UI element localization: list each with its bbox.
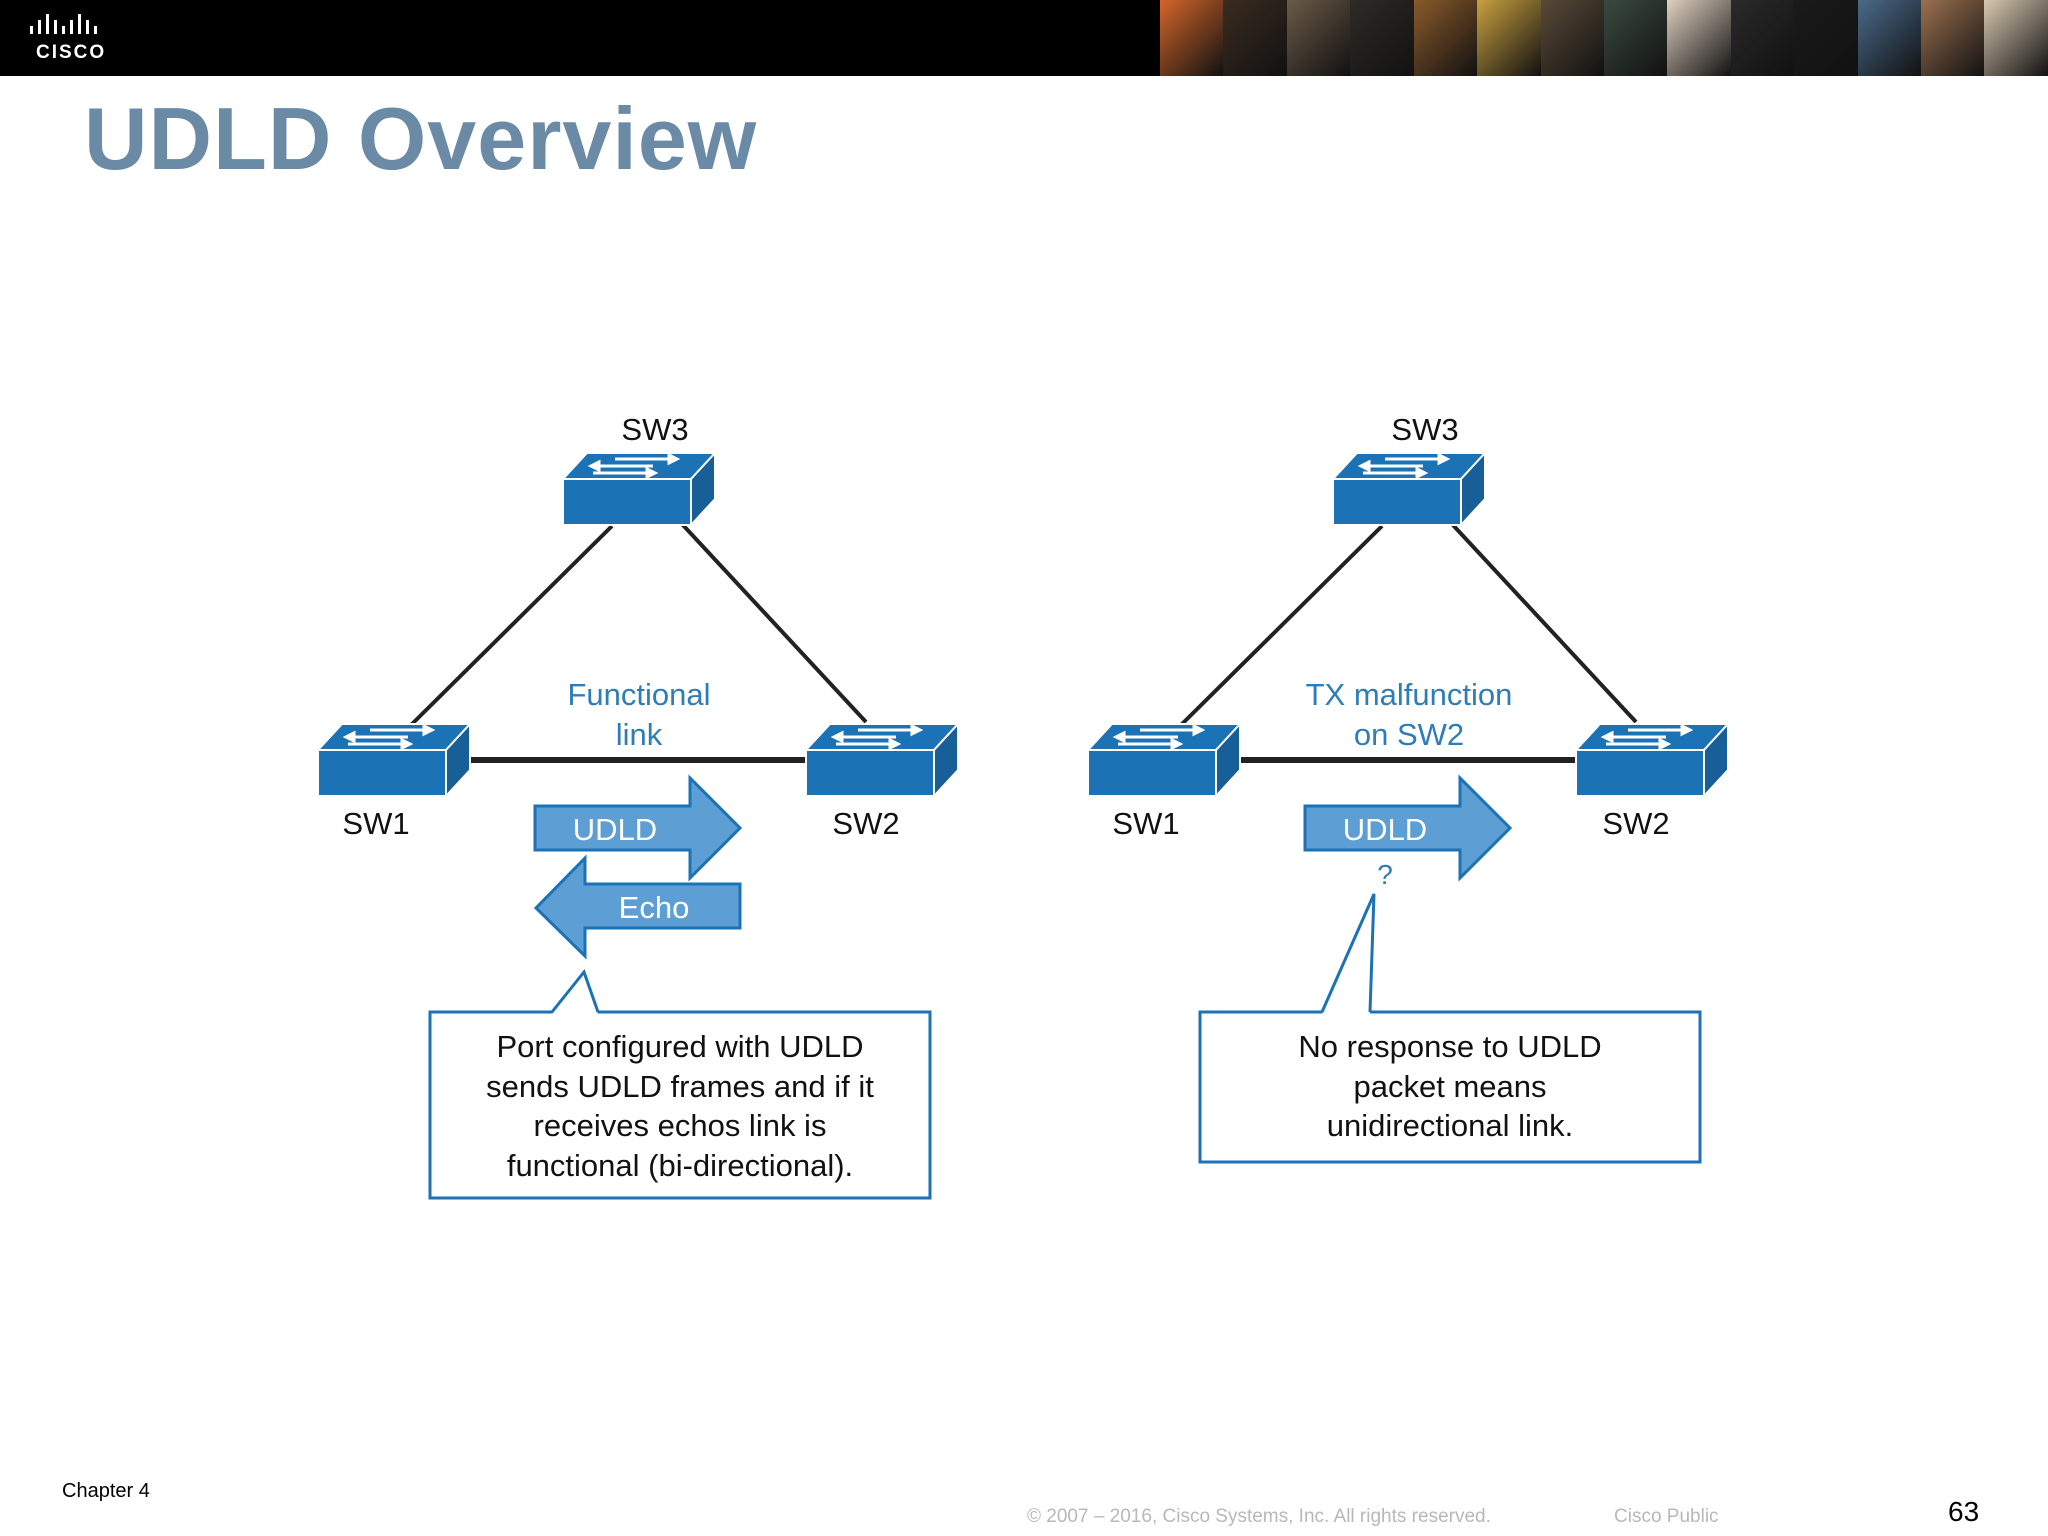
callout-line-1: Port configured with UDLD xyxy=(497,1029,864,1064)
sw2-label: SW2 xyxy=(1602,806,1669,841)
callout-line-2: packet means xyxy=(1354,1069,1547,1104)
photo-banner xyxy=(1160,0,2048,76)
right-callout: No response to UDLD packet means unidire… xyxy=(1198,893,1702,1164)
udld-arrow-label: UDLD xyxy=(573,812,657,847)
link-sw3-sw1 xyxy=(408,524,614,728)
switch-sw3-icon xyxy=(561,451,717,527)
slide-title: UDLD Overview xyxy=(84,89,758,188)
cisco-logo: CISCO xyxy=(28,12,118,64)
left-diagram: SW3 SW1 SW2 Functional link UDLD Echo Po… xyxy=(316,412,960,1200)
chapter-label: Chapter 4 xyxy=(62,1480,150,1502)
link-sw3-sw2 xyxy=(680,522,868,724)
banner-photo-tile xyxy=(1223,0,1287,76)
banner-photo-tile xyxy=(1857,0,1922,76)
echo-arrow-label: Echo xyxy=(619,890,690,925)
callout-line-1: No response to UDLD xyxy=(1298,1029,1601,1064)
switch-sw2-icon xyxy=(1574,722,1730,798)
link-label-line2: on SW2 xyxy=(1354,717,1464,752)
link-label-line1: Functional xyxy=(567,677,710,712)
sw2-label: SW2 xyxy=(832,806,899,841)
banner-photo-tile xyxy=(1350,0,1414,76)
banner-photo-tile xyxy=(1667,0,1731,76)
right-diagram: SW3 SW1 SW2 TX malfunction on SW2 UDLD ?… xyxy=(1086,412,1730,1164)
switch-sw1-icon xyxy=(1086,722,1242,798)
switch-sw1-icon xyxy=(316,722,472,798)
switch-sw3-icon xyxy=(1331,451,1487,527)
banner-photo-tile xyxy=(1730,0,1795,76)
sw1-label: SW1 xyxy=(1112,806,1179,841)
sw3-label: SW3 xyxy=(621,412,688,447)
banner-photo-tile xyxy=(1413,0,1478,76)
link-label-line2: link xyxy=(616,717,663,752)
link-sw3-sw2 xyxy=(1450,522,1638,724)
banner-photo-tile xyxy=(1477,0,1541,76)
copyright-notice: © 2007 – 2016, Cisco Systems, Inc. All r… xyxy=(1027,1506,1491,1527)
switch-sw2-icon xyxy=(804,722,960,798)
cisco-bars-icon xyxy=(30,14,97,34)
callout-line-2: sends UDLD frames and if it xyxy=(486,1069,874,1104)
echo-arrow-left xyxy=(533,854,742,960)
logo-wordmark: CISCO xyxy=(36,42,107,63)
header-bar: CISCO xyxy=(0,0,2048,76)
banner-photo-tile xyxy=(1160,0,1224,76)
callout-line-3: unidirectional link. xyxy=(1327,1108,1573,1143)
banner-photo-tile xyxy=(1984,0,2048,76)
udld-arrow-label: UDLD xyxy=(1343,812,1427,847)
banner-photo-tile xyxy=(1540,0,1604,76)
classification-label: Cisco Public xyxy=(1614,1506,1719,1527)
udld-arrow-right xyxy=(1303,774,1513,882)
udld-arrow-right xyxy=(533,774,743,882)
callout-line-4: functional (bi-directional). xyxy=(507,1148,853,1183)
page-number: 63 xyxy=(1948,1496,1980,1527)
link-label-line1: TX malfunction xyxy=(1306,677,1513,712)
sw1-label: SW1 xyxy=(342,806,409,841)
banner-photo-tile xyxy=(1921,0,1985,76)
banner-photo-tile xyxy=(1603,0,1668,76)
callout-line-3: receives echos link is xyxy=(534,1108,827,1143)
question-mark: ? xyxy=(1377,859,1393,890)
banner-photo-tile xyxy=(1286,0,1351,76)
sw3-label: SW3 xyxy=(1391,412,1458,447)
left-callout: Port configured with UDLD sends UDLD fra… xyxy=(428,968,932,1200)
link-sw3-sw1 xyxy=(1178,524,1384,728)
banner-photo-tile xyxy=(1794,0,1858,76)
